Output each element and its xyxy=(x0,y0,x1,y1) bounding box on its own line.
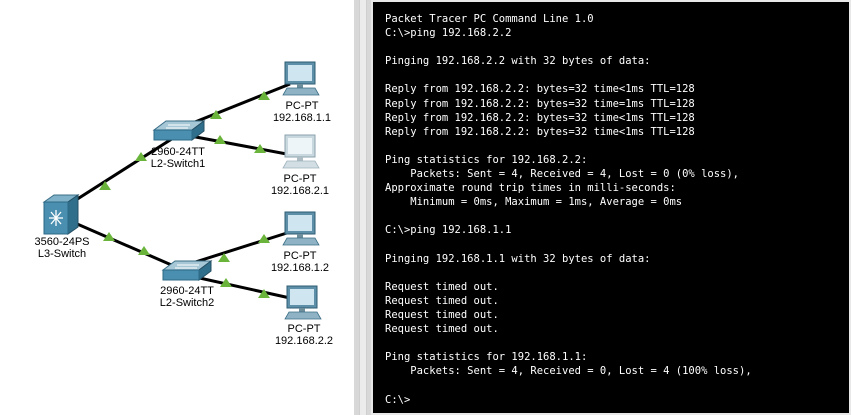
l2-switch1-icon[interactable] xyxy=(152,120,206,141)
pc4-icon[interactable] xyxy=(284,285,322,320)
device-name: L2-Switch1 xyxy=(150,158,206,170)
link-up-indicator xyxy=(220,278,232,287)
topology-canvas xyxy=(42,61,322,320)
link-up-indicator xyxy=(99,181,111,190)
pc3-label: PC-PT 192.168.1.2 xyxy=(271,250,329,274)
link-up-indicator xyxy=(254,144,266,153)
l3-switch-icon[interactable] xyxy=(42,194,80,235)
terminal-line: Approximate round trip times in milli-se… xyxy=(385,182,676,195)
terminal-line: C:\> xyxy=(385,393,411,406)
terminal-line: Request timed out. xyxy=(385,280,499,293)
terminal-line: Reply from 192.168.2.2: bytes=32 time<1m… xyxy=(385,83,695,96)
link-up-indicator xyxy=(214,135,226,144)
link-l2sw2-pc3[interactable] xyxy=(185,230,291,267)
terminal-line: Ping statistics for 192.168.2.2: xyxy=(385,153,588,166)
link-l3-l2sw2[interactable] xyxy=(67,218,184,272)
terminal-line xyxy=(385,266,849,280)
device-name: L3-Switch xyxy=(37,248,87,260)
pc3-icon[interactable] xyxy=(282,211,320,246)
link-up-indicator xyxy=(135,152,147,161)
terminal-line: Packets: Sent = 4, Received = 4, Lost = … xyxy=(385,168,740,181)
splitter-handle[interactable] xyxy=(359,0,367,415)
terminal-line xyxy=(385,378,849,392)
terminal-line: C:\>ping 192.168.2.2 xyxy=(385,27,512,40)
link-up-indicator xyxy=(103,232,115,241)
terminal-line xyxy=(385,139,849,153)
terminal-line: Request timed out. xyxy=(385,323,499,336)
terminal-line: Pinging 192.168.2.2 with 32 bytes of dat… xyxy=(385,55,651,68)
device-name: 192.168.2.1 xyxy=(270,185,330,197)
terminal-line xyxy=(385,40,849,54)
link-up-indicator xyxy=(258,91,270,100)
link-status-indicators xyxy=(99,91,270,298)
link-l2sw2-pc4[interactable] xyxy=(185,273,291,300)
l2-switch2-icon[interactable] xyxy=(161,260,213,281)
terminal-line xyxy=(385,68,849,82)
pc2-icon[interactable] xyxy=(282,134,320,169)
link-up-indicator xyxy=(218,253,230,262)
terminal-line xyxy=(385,238,849,252)
device-name: 192.168.2.2 xyxy=(274,335,334,347)
terminal-line: Packet Tracer PC Command Line 1.0 xyxy=(385,13,594,25)
pc1-label: PC-PT 192.168.1.1 xyxy=(273,100,331,124)
device-model: PC-PT xyxy=(283,173,317,185)
pc1-icon[interactable] xyxy=(282,61,320,96)
l3-switch-label: 3560-24PS L3-Switch xyxy=(34,236,89,260)
terminal-line: Request timed out. xyxy=(385,308,499,321)
device-model: PC-PT xyxy=(283,250,317,262)
terminal-line: Reply from 192.168.2.2: bytes=32 time<1m… xyxy=(385,125,695,138)
terminal-line: Reply from 192.168.2.2: bytes=32 time=1m… xyxy=(385,97,695,110)
pc4-label: PC-PT 192.168.2.2 xyxy=(275,323,333,347)
l2-switch2-label: 2960-24TT L2-Switch2 xyxy=(160,285,214,309)
device-model: 3560-24PS xyxy=(34,236,90,248)
terminal-line: Packets: Sent = 4, Received = 0, Lost = … xyxy=(385,365,752,378)
terminal-line: Minimum = 0ms, Maximum = 1ms, Average = … xyxy=(385,196,683,209)
panel-splitter[interactable] xyxy=(354,0,371,415)
link-l3-l2sw1[interactable] xyxy=(67,133,179,207)
l2-switch1-label: 2960-24TT L2-Switch1 xyxy=(151,146,205,170)
terminal-line xyxy=(385,336,849,350)
device-model: PC-PT xyxy=(285,100,319,112)
link-up-indicator xyxy=(210,110,222,119)
device-name: 192.168.1.2 xyxy=(270,262,330,274)
device-model: 2960-24TT xyxy=(160,285,214,297)
device-model: PC-PT xyxy=(287,323,321,335)
device-name: L2-Switch2 xyxy=(159,297,215,309)
terminal-line: C:\>ping 192.168.1.1 xyxy=(385,224,512,237)
terminal-line: Ping statistics for 192.168.1.1: xyxy=(385,351,588,364)
terminal-line: Request timed out. xyxy=(385,294,499,307)
device-name: 192.168.1.1 xyxy=(272,112,332,124)
topology-workspace[interactable]: 3560-24PS L3-Switch 2960-24TT L2-Switch1… xyxy=(0,0,354,415)
device-model: 2960-24TT xyxy=(151,146,205,158)
link-up-indicator xyxy=(258,234,270,243)
terminal-line: Pinging 192.168.1.1 with 32 bytes of dat… xyxy=(385,252,651,265)
link-up-indicator xyxy=(258,289,270,298)
link-l2sw1-pc2[interactable] xyxy=(184,133,293,157)
terminal-line xyxy=(385,209,849,223)
pc2-label: PC-PT 192.168.2.1 xyxy=(271,173,329,197)
terminal-line: Reply from 192.168.2.2: bytes=32 time<1m… xyxy=(385,111,695,124)
link-up-indicator xyxy=(138,246,150,255)
